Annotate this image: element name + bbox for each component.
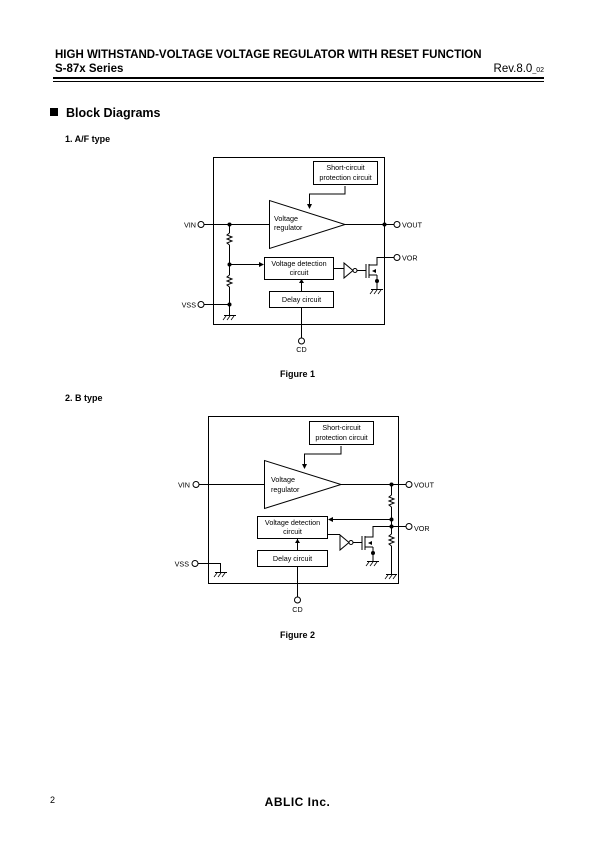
diagram1-detection-label-2: circuit xyxy=(290,268,309,277)
diagram1-short-circuit-label-2: protection circuit xyxy=(319,173,371,182)
diagram1-heading: 1. A/F type xyxy=(65,134,111,144)
diagram1-delay-box xyxy=(269,291,334,308)
diagram1-delay-label: Delay circuit xyxy=(282,295,321,304)
diagram1-frame xyxy=(213,157,385,325)
diagram2-vss-terminal xyxy=(191,560,199,567)
diagram2-frame xyxy=(208,416,399,584)
diagram1-short-circuit-label-1: Short-circuit xyxy=(326,163,364,172)
diagram2-vout-label: VOUT xyxy=(414,481,435,490)
figure1-caption: Figure 1 xyxy=(279,369,315,379)
diagram2-vin-terminal xyxy=(192,481,200,488)
section-heading: Block Diagrams xyxy=(50,106,160,120)
diagram2-vor-label: VOR xyxy=(414,524,430,533)
diagram1-vss-terminal xyxy=(197,301,205,308)
diagram2-vin-label: VIN xyxy=(178,481,190,490)
diagram1-vss-label: VSS xyxy=(182,301,197,310)
diagram2-vor-terminal xyxy=(405,523,413,530)
diagram2-short-circuit-box xyxy=(309,421,374,445)
diagram1-vout-label: VOUT xyxy=(402,221,423,230)
diagram1-vin-terminal xyxy=(197,221,205,228)
header-rule-thick xyxy=(53,77,544,79)
diagram2-vout-terminal xyxy=(405,481,413,488)
diagram2-detection-label-2: circuit xyxy=(283,527,302,536)
diagram1-detection-label-1: Voltage detection xyxy=(271,259,326,268)
diagram2-vss-label: VSS xyxy=(175,560,190,569)
diagram2-delay-box xyxy=(257,550,328,567)
diagram1-cd-terminal xyxy=(298,337,305,345)
diagram1-short-circuit-box xyxy=(313,161,378,185)
company-logo: ABLIC Inc. xyxy=(264,795,331,809)
diagram1-regulator-label-2: regulator xyxy=(274,223,303,232)
diagram2-regulator-label-1: Voltage xyxy=(271,475,295,484)
header-rule-thin xyxy=(53,81,544,82)
page-number: 2 xyxy=(50,795,56,805)
square-bullet-icon xyxy=(50,108,58,116)
revision-suffix: _02 xyxy=(532,67,544,74)
diagram1-regulator-label-1: Voltage xyxy=(274,214,298,223)
revision: Rev.8.0_02 xyxy=(494,63,544,75)
diagram2-regulator-label-2: regulator xyxy=(271,485,300,494)
diagram1-vin-label: VIN xyxy=(184,221,196,230)
diagram2-cd-label: CD xyxy=(292,605,302,614)
document-title: HIGH WITHSTAND-VOLTAGE VOLTAGE REGULATOR… xyxy=(55,49,482,61)
series-name: S-87x Series xyxy=(55,63,124,75)
figure2-caption: Figure 2 xyxy=(279,630,315,640)
diagram2-delay-label: Delay circuit xyxy=(273,554,312,563)
diagram2-heading: 2. B type xyxy=(65,393,103,403)
revision-number: Rev.8.0 xyxy=(493,63,533,75)
diagram1-cd-label: CD xyxy=(296,345,306,354)
diagram1-vor-label: VOR xyxy=(402,254,418,263)
diagram2-short-circuit-label-2: protection circuit xyxy=(315,433,367,442)
diagram2-detection-box xyxy=(257,516,328,539)
diagram2-short-circuit-label-1: Short-circuit xyxy=(322,423,360,432)
diagram1-vor-terminal xyxy=(393,254,401,261)
diagram2-cd-terminal xyxy=(294,596,301,604)
section-title: Block Diagrams xyxy=(66,106,161,120)
diagram2-detection-label-1: Voltage detection xyxy=(265,518,320,527)
diagram1-vout-terminal xyxy=(393,221,401,228)
